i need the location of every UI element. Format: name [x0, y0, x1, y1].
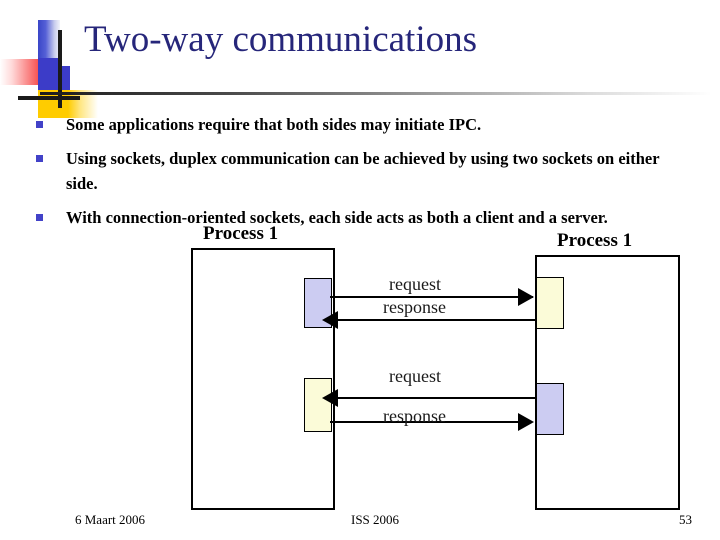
bullet-text: With connection-oriented sockets, each s… [66, 208, 608, 227]
arrow-line-request-upper [330, 296, 533, 298]
arrowhead-left-icon [322, 311, 338, 329]
arrow-label-response-upper: response [383, 297, 446, 317]
slide-decoration-logo [0, 12, 110, 118]
slide-footer: 6 Maart 2006 ISS 2006 53 [0, 512, 720, 532]
arrow-line-request-lower [330, 397, 536, 399]
right-process-box [535, 255, 680, 510]
arrow-label-request-upper: request [389, 274, 441, 294]
slide-title: Two-way communications [84, 19, 478, 60]
bullet-text: Using sockets, duplex communication can … [66, 149, 660, 193]
bullet-square-icon [36, 155, 43, 162]
footer-course-name: ISS 2006 [351, 512, 400, 527]
arrow-label-response-lower: response [383, 406, 446, 426]
logo-blue-square [38, 58, 61, 90]
left-socket-lower [304, 378, 332, 432]
logo-vertical-rule [58, 30, 62, 108]
left-process-box [191, 248, 335, 510]
footer-page-number: 53 [679, 512, 692, 527]
arrow-label-request-lower: request [389, 366, 441, 386]
list-item: Some applications require that both side… [30, 112, 690, 137]
footer-date: 6 Maart 2006 [75, 512, 146, 527]
list-item: With connection-oriented sockets, each s… [30, 205, 690, 230]
left-socket-upper [304, 278, 332, 328]
logo-horizontal-rule [18, 96, 80, 100]
logo-blue-gradient-bar [38, 20, 60, 64]
bullet-square-icon [36, 214, 43, 221]
bullet-text: Some applications require that both side… [66, 115, 482, 134]
arrowhead-right-icon [518, 288, 534, 306]
bullet-square-icon [36, 121, 43, 128]
bullet-list: Some applications require that both side… [30, 112, 690, 239]
arrowhead-left-icon [322, 389, 338, 407]
right-socket-upper [536, 277, 564, 329]
arrow-line-response-upper [336, 319, 536, 321]
logo-blue-tab [61, 66, 70, 90]
arrow-line-response-lower [330, 421, 530, 423]
arrowhead-right-icon [518, 413, 534, 431]
list-item: Using sockets, duplex communication can … [30, 146, 690, 196]
title-divider-rule [40, 92, 712, 95]
right-socket-lower [536, 383, 564, 435]
